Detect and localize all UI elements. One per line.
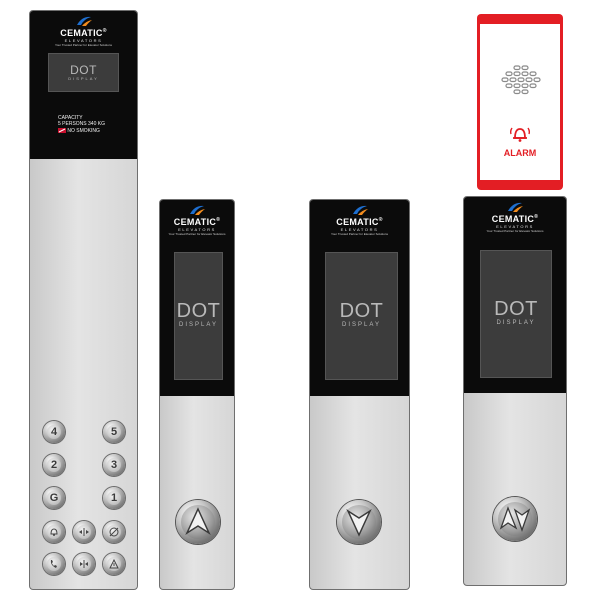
display-sublabel: DISPLAY [496,320,536,326]
brand-logo: CEMATIC® ELEVATORS Your Trusted Partner … [30,15,137,47]
floor-button-3[interactable]: 3 [103,454,125,476]
display-sublabel: DISPLAY [342,322,381,328]
cematic-logo-icon [190,205,205,215]
display-label: DOT [494,298,538,320]
cematic-logo-icon [352,205,368,215]
no-smoking-icon [58,128,66,134]
alarm-panel: ALARM [477,14,563,190]
door-open-icon [79,528,89,536]
hall-panel-up-header: CEMATIC® ELEVATORS Your Trusted Partner … [160,200,234,396]
hall-call-up-button[interactable] [176,500,220,544]
hall-panel-up-down-header: CEMATIC® ELEVATORS Your Trusted Partner … [464,197,566,393]
hall-panel-down-header: CEMATIC® ELEVATORS Your Trusted Partner … [310,200,409,396]
capacity-title: CAPACITY [58,115,83,121]
brand-subtitle: ELEVATORS [64,38,103,43]
brand-logo: CEMATIC® ELEVATORS Your Trusted Partner … [464,201,566,233]
hall-call-down-button[interactable] [337,500,381,544]
hall-dot-display: DOT DISPLAY [325,252,398,380]
fan-button[interactable] [103,521,125,543]
car-dot-display: DOT DISPLAY [48,53,119,92]
no-smoking-label: NO SMOKING [67,128,100,134]
display-label: DOT [339,300,384,322]
phone-icon [50,560,57,568]
floor-button-5[interactable]: 5 [103,421,125,443]
alarm-bell-icon [509,127,531,142]
car-panel-header: CEMATIC® ELEVATORS Your Trusted Partner … [30,11,137,159]
floor-button-1[interactable]: 1 [103,487,125,509]
brand-logo: CEMATIC® ELEVATORS Your Trusted Partner … [160,204,234,236]
no-smoking-row: NO SMOKING [58,128,100,134]
floor-button-2[interactable]: 2 [43,454,65,476]
emergency-icon [109,558,119,569]
cematic-logo-icon [76,16,92,26]
speaker-grille-icon [501,65,541,95]
cematic-logo-icon [508,202,523,212]
door-open-button[interactable] [73,521,95,543]
floor-button-g[interactable]: G [43,487,65,509]
display-label: DOT [70,63,97,77]
capacity-value: 5 PERSONS 340 KG [58,121,105,127]
brand-logo: CEMATIC® ELEVATORS Your Trusted Partner … [310,204,409,236]
down-arrow-icon [346,509,372,537]
hall-dot-display: DOT DISPLAY [480,250,552,378]
display-sublabel: DISPLAY [179,322,218,328]
phone-button[interactable] [43,553,65,575]
hall-dot-display: DOT DISPLAY [174,252,223,380]
emergency-button[interactable] [103,553,125,575]
up-arrow-icon [185,507,211,535]
door-close-icon [80,560,88,568]
display-label: DOT [176,300,221,322]
hall-panel-up: CEMATIC® ELEVATORS Your Trusted Partner … [159,199,235,590]
fan-icon [109,527,119,537]
door-close-button[interactable] [73,553,95,575]
display-sublabel: DISPLAY [68,76,99,81]
hall-panel-down: CEMATIC® ELEVATORS Your Trusted Partner … [309,199,410,590]
alarm-panel-face: ALARM [480,24,560,180]
hall-call-up-down-button[interactable] [493,497,537,541]
brand-name: CEMATIC [60,28,103,38]
bell-icon [50,528,58,536]
car-operating-panel: CEMATIC® ELEVATORS Your Trusted Partner … [29,10,138,590]
up-down-arrow-icon [499,506,531,532]
hall-panel-up-down: CEMATIC® ELEVATORS Your Trusted Partner … [463,196,567,586]
brand-tagline: Your Trusted Partner for Elevator Soluti… [55,43,112,47]
bell-button[interactable] [43,521,65,543]
floor-button-4[interactable]: 4 [43,421,65,443]
alarm-label: ALARM [503,148,537,158]
